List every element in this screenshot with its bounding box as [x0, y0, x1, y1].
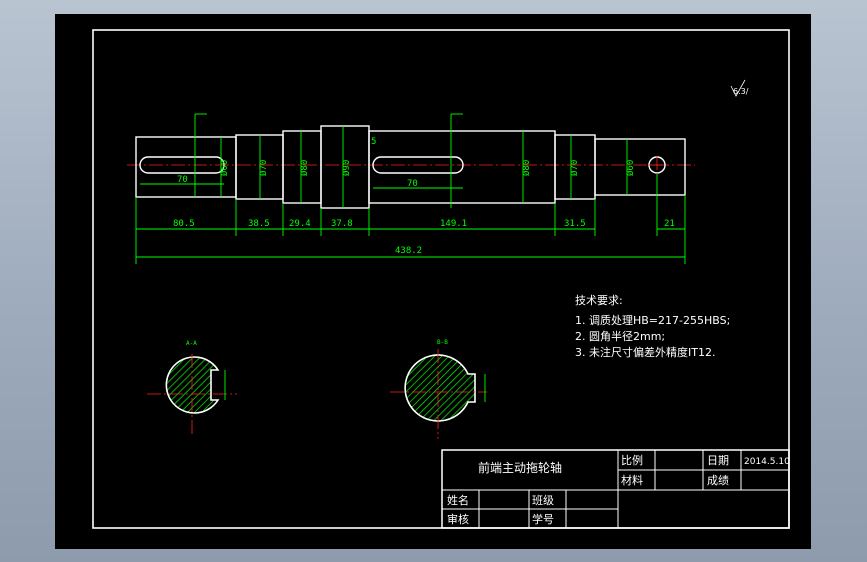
- tech-req-item-2: 2. 圆角半径2mm;: [575, 329, 665, 343]
- name-label: 姓名: [447, 493, 469, 507]
- dimensions: 80.5 38.5 29.4 37.8 149.1 31.5 21 438.2 …: [135, 113, 686, 264]
- keyway-middle: [372, 156, 464, 174]
- section-label-b: B-B: [437, 339, 448, 346]
- dim-dia-center: Ø90: [341, 160, 352, 176]
- dim-len-1: 80.5: [173, 219, 195, 229]
- dim-len-4: 37.8: [331, 219, 353, 229]
- keyway-left: [139, 156, 225, 174]
- date-value: 2014.5.10: [744, 457, 790, 467]
- grade-label: 成绩: [707, 474, 729, 487]
- tech-req-item-3: 3. 未注尺寸偏差外精度IT12.: [575, 345, 715, 359]
- dim-len-6: 31.5: [564, 219, 586, 229]
- scale-label: 比例: [621, 453, 643, 467]
- dim-dia-right2: Ø70: [569, 160, 580, 176]
- student-id-label: 学号: [532, 512, 554, 526]
- dim-key-len-left: 70: [177, 175, 188, 185]
- dim-len-5: 149.1: [440, 219, 467, 229]
- section-label-a: A-A: [186, 340, 197, 347]
- section-b-shape: [404, 354, 476, 422]
- dim-key-depth: 5: [371, 137, 376, 147]
- roughness-symbol: 6.3/: [733, 87, 749, 96]
- tech-requirements: 技术要求: 1. 调质处理HB=217-255HBS; 2. 圆角半径2mm; …: [575, 294, 730, 359]
- drawing-frame: [92, 29, 790, 529]
- shaft-segment-7: [594, 138, 686, 196]
- dim-total-length: 438.2: [395, 246, 422, 256]
- dim-len-2: 38.5: [248, 219, 270, 229]
- dim-key-len-mid: 70: [407, 179, 418, 189]
- shaft-outline: [127, 125, 695, 209]
- section-view-b: B-B: [390, 339, 487, 439]
- tech-req-title: 技术要求:: [575, 294, 623, 307]
- date-label: 日期: [707, 454, 729, 467]
- dim-len-7: 21: [664, 219, 675, 229]
- tech-req-item-1: 1. 调质处理HB=217-255HBS;: [575, 314, 730, 327]
- dim-dia-left2: Ø70: [258, 160, 269, 176]
- dim-dia-right3: Ø60: [625, 160, 636, 176]
- roughness-check-icon: [730, 79, 746, 97]
- dim-dia-left3: Ø80: [299, 160, 310, 176]
- dim-len-3: 29.4: [289, 219, 311, 229]
- shaft-drawing-canvas: 80.5 38.5 29.4 37.8 149.1 31.5 21 438.2 …: [92, 29, 790, 529]
- title-block: 前端主动拖轮轴 比例 日期 2014.5.10 材料 成绩 姓名 班级 审核 学…: [441, 449, 790, 529]
- cad-viewport[interactable]: 80.5 38.5 29.4 37.8 149.1 31.5 21 438.2 …: [55, 14, 811, 549]
- dim-dia-right1: Ø80: [521, 160, 532, 176]
- class-label: 班级: [532, 494, 554, 507]
- material-label: 材料: [621, 473, 643, 487]
- part-name: 前端主动拖轮轴: [478, 460, 562, 475]
- dim-dia-key-left: Ø60: [219, 160, 230, 176]
- section-view-a: A-A: [147, 340, 237, 434]
- reviewer-label: 审核: [447, 512, 469, 526]
